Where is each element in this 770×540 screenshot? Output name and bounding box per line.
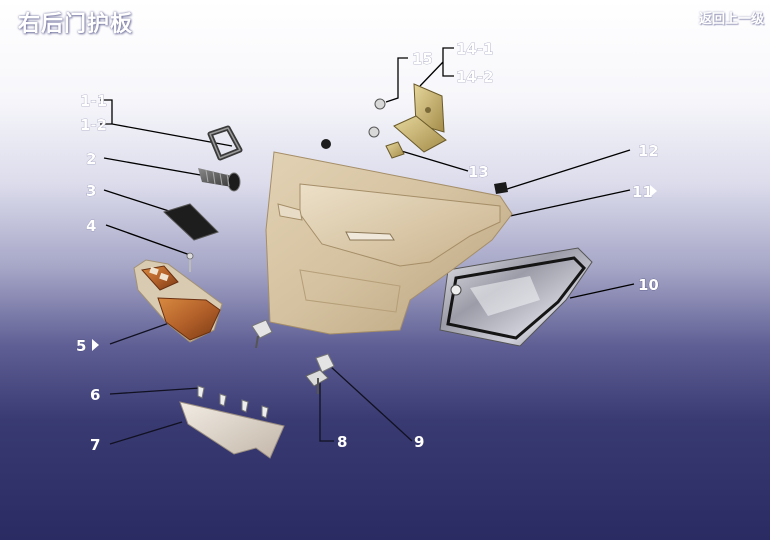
page-title: 右后门护板 [18,12,134,37]
expand-arrow-11[interactable] [650,185,657,197]
leader-8 [319,382,334,442]
expand-arrow-5[interactable] [92,339,99,351]
leader-14 [419,47,454,87]
callout-10[interactable]: 10 [638,276,659,295]
leader-11 [509,189,631,217]
part-13-clip-nut [385,141,405,159]
callout-15[interactable]: 15 [412,50,433,69]
part-12-fastener [321,139,508,194]
part-2-handle-cylinder [198,168,241,192]
leader-12 [503,149,631,191]
back-link[interactable]: 返回上一级 [698,12,764,27]
leader-2 [103,157,207,177]
callout-13[interactable]: 13 [468,163,489,182]
part-14-bracket [393,83,447,153]
leader-3 [103,189,173,213]
leader-15 [385,57,408,103]
part-4-screw [186,252,194,272]
callout-2[interactable]: 2 [86,150,97,169]
part-11-door-trim-panel [265,151,513,335]
leader-6 [109,387,201,395]
part-6-clips [197,385,269,419]
callout-14-1[interactable]: 14-1 [456,40,494,59]
leader-7 [109,421,183,445]
callout-6[interactable]: 6 [90,386,101,405]
callout-14-2[interactable]: 14-2 [456,68,494,87]
callout-5[interactable]: 5 [76,337,87,356]
callout-7[interactable]: 7 [90,436,101,455]
part-7-lower-trim-strip [179,401,285,459]
leader-lines [100,47,635,445]
leader-10 [569,283,635,299]
callout-11[interactable]: 11 [632,183,653,202]
callout-12[interactable]: 12 [638,142,659,161]
leader-1 [100,99,233,147]
part-5-switch-panel [133,259,223,343]
part-15-screws [368,98,386,138]
callout-3[interactable]: 3 [86,182,97,201]
part-8-push-pin [305,369,329,394]
callout-9[interactable]: 9 [414,433,425,452]
leader-13 [397,149,469,172]
leader-9 [329,365,413,442]
callout-8[interactable]: 8 [337,433,348,452]
callout-4[interactable]: 4 [86,217,97,236]
part-10-watershield [439,247,593,347]
callout-1-1[interactable]: 1-1 [80,92,108,111]
part-9-retainer-clip [251,319,335,373]
part-3-foam-pad [163,203,219,241]
callout-1-2[interactable]: 1-2 [80,116,108,135]
leader-5 [109,321,173,345]
part-1-handle-bezel [207,125,243,161]
